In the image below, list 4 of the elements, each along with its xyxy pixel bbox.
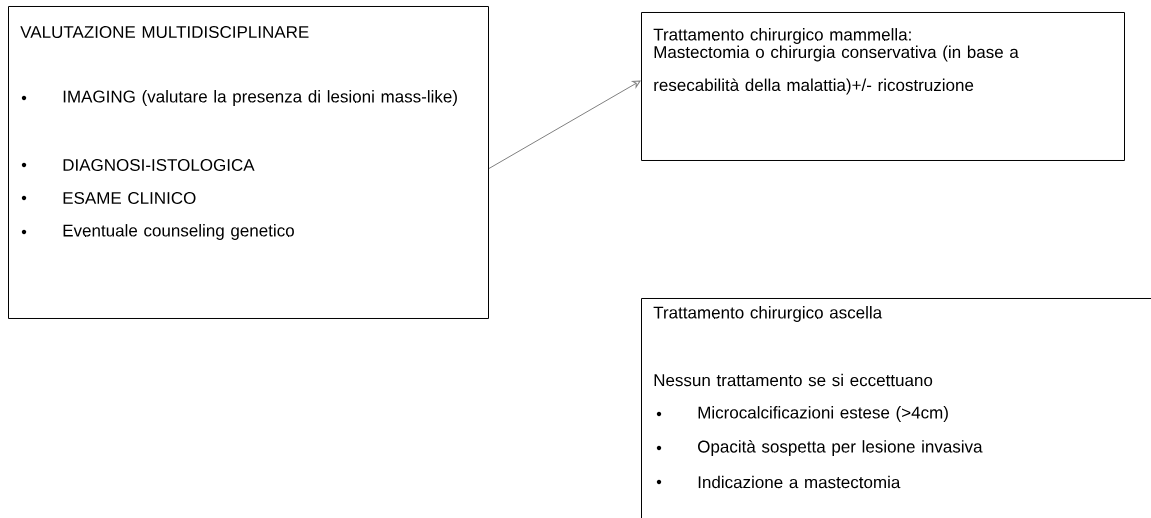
- text-box: Trattamento chirurgico mammella: Mastectomia o chirurgia conservativa (in base a resecabilità della malattia)+/- ricostruzione: [641, 12, 1125, 161]
- arrow: [488, 80, 641, 169]
- text-box: Trattamento chirurgico ascella Nessun trattamento se si eccettuano Microcalcificazioni estese (>4cm) Opacità sospetta per lesione invasiva Indicazione a mastectomia: [641, 298, 1151, 518]
- text-box: VALUTAZIONE MULTIDISCIPLINARE IMAGING (valutare la presenza di lesioni mass-like) DIAGNOSI-ISTOLOGICA ESAME CLINICO Eventuale counseling genetico: [8, 6, 489, 319]
